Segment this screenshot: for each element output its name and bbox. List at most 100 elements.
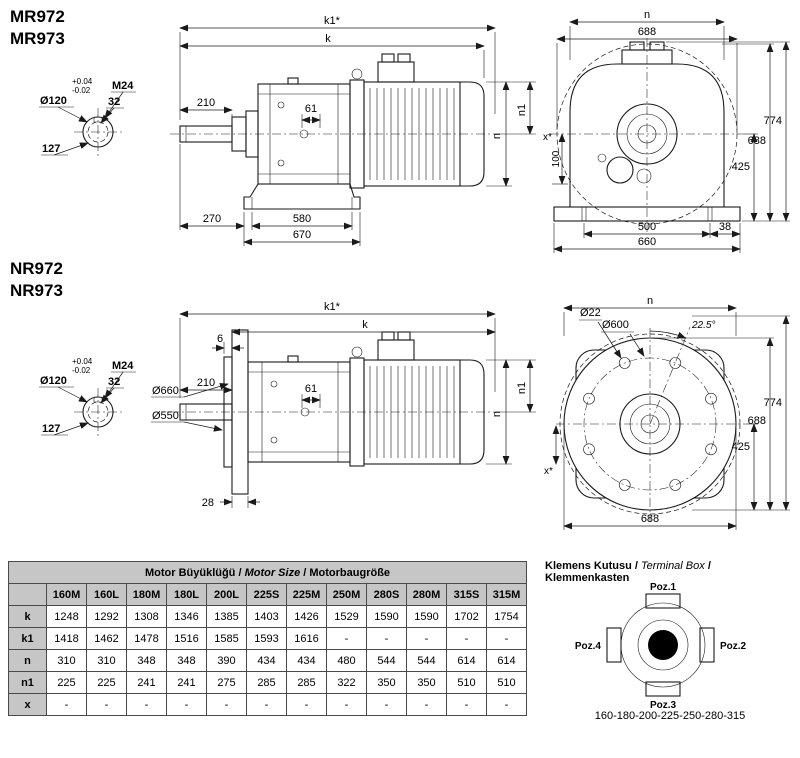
dim-61-label: 61 xyxy=(305,383,317,395)
table-cell: 1516 xyxy=(166,627,207,650)
dim-n1-label: n1 xyxy=(516,104,528,116)
table-title-row: Motor Büyüklüğü / Motor Size / Motorbaug… xyxy=(8,561,527,584)
motor-fins xyxy=(369,88,455,180)
dim-127-label: 127 xyxy=(42,423,60,435)
poz1-label: Poz.1 xyxy=(650,582,677,593)
table-cell: 1529 xyxy=(326,605,367,628)
column-header: 160M xyxy=(46,583,87,606)
table-cell: 1478 xyxy=(126,627,167,650)
dim-425-label: 425 xyxy=(732,441,750,453)
table-cell: 510 xyxy=(486,671,527,694)
dim-774-label: 774 xyxy=(764,397,782,409)
table-cell: 544 xyxy=(366,649,407,672)
table-cell: - xyxy=(206,693,247,716)
table-cell: - xyxy=(46,693,87,716)
nr-front-view-drawing: 22.5° Ø600 Ø22 n 774 688 425 x* xyxy=(544,295,790,530)
column-header: 280S xyxy=(366,583,407,606)
table-cell: - xyxy=(366,627,407,650)
dim-n-label: n xyxy=(644,9,650,21)
nr-side-view-geometry xyxy=(170,329,500,495)
terminal-box-labels: Poz.1 Poz.2 Poz.3 Poz.4 xyxy=(575,582,747,711)
nr-side-view-drawing: k1* k 6 210 61 Ø660 Ø550 n n1 xyxy=(151,301,536,509)
dim-n-label: n xyxy=(491,133,503,139)
table-cell: - xyxy=(166,693,207,716)
table-cell: 1462 xyxy=(86,627,127,650)
dim-580-label: 580 xyxy=(293,213,311,225)
mr-side-view-drawing: k1* k 210 61 n n1 270 580 xyxy=(170,15,536,246)
nr-shaft-detail-labels: +0.04 -0.02 M24 Ø120 32 127 xyxy=(40,357,134,435)
table-cell: 1418 xyxy=(46,627,87,650)
table-title-de: / Motorbaugröße xyxy=(300,566,391,579)
dim-500-label: 500 xyxy=(638,221,656,233)
dim-n-label: n xyxy=(491,411,503,417)
row-label: n1 xyxy=(8,671,47,694)
terminal-box-title-en: Terminal Box xyxy=(640,560,705,572)
poz3-label: Poz.3 xyxy=(650,700,677,711)
mr-front-view-geometry xyxy=(550,38,744,232)
dim-32-label: 32 xyxy=(108,96,120,108)
dia-660-label: Ø660 xyxy=(152,385,179,397)
poz2-label: Poz.2 xyxy=(720,641,747,652)
angle-22-5-label: 22.5° xyxy=(691,320,715,331)
table-cell: - xyxy=(126,693,167,716)
table-cell: - xyxy=(406,693,447,716)
table-cell: 390 xyxy=(206,649,247,672)
table-cell: - xyxy=(326,693,367,716)
table-cell: 544 xyxy=(406,649,447,672)
table-cell: 1754 xyxy=(486,605,527,628)
tolerance-upper-label: +0.04 xyxy=(72,357,93,366)
table-cell: - xyxy=(406,627,447,650)
dim-660-label: 660 xyxy=(638,236,656,248)
table-cell: 434 xyxy=(246,649,287,672)
nr-side-view-dimensions: k1* k 6 210 61 Ø660 Ø550 n n1 xyxy=(151,301,536,509)
dim-670-label: 670 xyxy=(293,229,311,241)
column-header: 315M xyxy=(486,583,527,606)
dim-61-label: 61 xyxy=(305,103,317,115)
column-header: 250M xyxy=(326,583,367,606)
dia-550-label: Ø550 xyxy=(152,410,179,422)
table-cell: 225 xyxy=(86,671,127,694)
shaft-diameter-label: Ø120 xyxy=(40,95,67,107)
mr-side-view-geometry xyxy=(170,53,500,210)
motor-fins xyxy=(369,366,455,458)
mr-shaft-detail-labels: +0.04 -0.02 M24 Ø120 32 127 xyxy=(40,77,134,155)
table-cell: 241 xyxy=(166,671,207,694)
dim-n-label: n xyxy=(647,295,653,307)
dim-210-label: 210 xyxy=(197,97,215,109)
dim-688-bottom-label: 688 xyxy=(641,513,659,525)
mr-front-view-drawing: n 688 774 688 425 100 x* 500 xyxy=(543,9,790,253)
table-cell: - xyxy=(486,627,527,650)
table-cell: 1593 xyxy=(246,627,287,650)
nr-shaft-detail-geometry xyxy=(39,371,136,436)
table-cell: 350 xyxy=(406,671,447,694)
table-cell: 1403 xyxy=(246,605,287,628)
dim-127-label: 127 xyxy=(42,143,60,155)
column-header: 225S xyxy=(246,583,287,606)
table-cell: 225 xyxy=(46,671,87,694)
table-cell: 1308 xyxy=(126,605,167,628)
dim-n1-label: n1 xyxy=(516,382,528,394)
nr-model-title: NR972 NR973 xyxy=(10,258,63,302)
table-cell: 275 xyxy=(206,671,247,694)
table-cell: 1248 xyxy=(46,605,87,628)
table-cell: 480 xyxy=(326,649,367,672)
table-cell: 1616 xyxy=(286,627,327,650)
table-cell: 1292 xyxy=(86,605,127,628)
row-label: n xyxy=(8,649,47,672)
table-cell: 285 xyxy=(286,671,327,694)
column-header: 225M xyxy=(286,583,327,606)
row-label: k xyxy=(8,605,47,628)
shaft-diameter-label: Ø120 xyxy=(40,375,67,387)
terminal-box-title-tr: Klemens Kutusu / xyxy=(545,560,641,572)
table-row: x------------ xyxy=(8,693,527,716)
motor-size-table: Motor Büyüklüğü / Motor Size / Motorbaug… xyxy=(8,561,527,716)
dim-270-label: 270 xyxy=(203,213,221,225)
dim-774-label: 774 xyxy=(764,115,782,127)
thread-label: M24 xyxy=(112,80,134,92)
table-cell: 614 xyxy=(446,649,487,672)
dim-x-label: x* xyxy=(543,132,552,143)
